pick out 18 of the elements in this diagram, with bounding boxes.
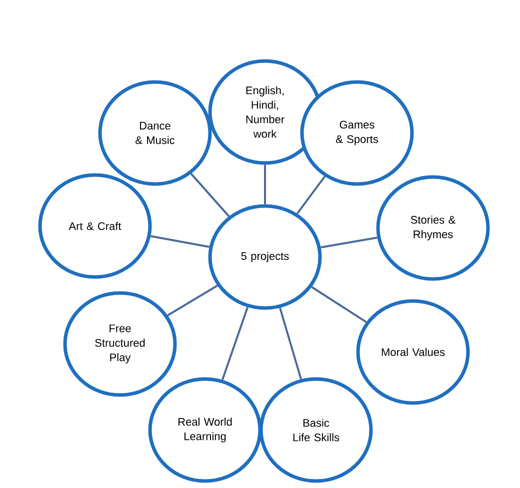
connector-line	[167, 284, 218, 316]
connector-line	[150, 235, 210, 248]
connector-line	[190, 173, 230, 217]
connector-line	[264, 164, 266, 204]
circle-node: Moral Values	[356, 299, 470, 405]
circle-node: Art & Craft	[38, 173, 152, 279]
connector-line	[311, 286, 367, 323]
circle-node: 5 projects	[208, 204, 322, 310]
circle-node: Stories & Rhymes	[376, 175, 490, 281]
circle-node: Dance & Music	[98, 80, 212, 186]
circle-node: Real World Learning	[148, 377, 262, 483]
connector-line	[320, 236, 378, 248]
connector-line	[296, 176, 326, 214]
connector-line	[279, 308, 302, 380]
circle-node: Games & Sports	[300, 80, 414, 186]
connector-line	[221, 306, 249, 380]
circle-node: Free Structured Play	[63, 291, 177, 397]
circle-node: Basic Life Skills	[259, 377, 373, 483]
